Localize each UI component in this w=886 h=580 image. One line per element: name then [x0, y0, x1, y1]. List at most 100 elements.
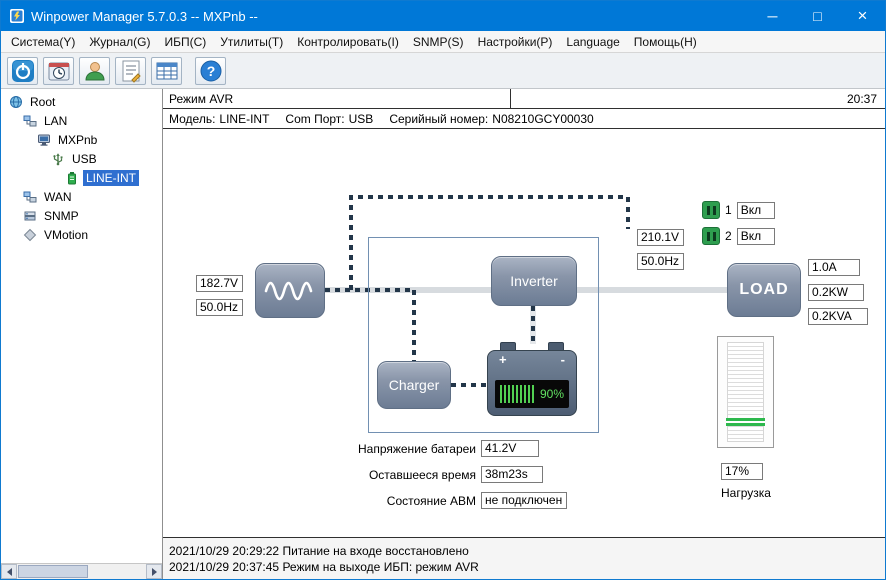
outlet-2-row: 2 Вкл [702, 226, 775, 246]
input-frequency-box: 50.0Hz [196, 299, 243, 316]
battery-voltage-row: Напряжение батареи 41.2V [313, 439, 539, 458]
window-title: Winpower Manager 5.7.0.3 -- MXPnb -- [31, 8, 258, 24]
outlet-icon [702, 201, 720, 219]
menu-control[interactable]: Контролировать(I) [297, 34, 399, 49]
help-button[interactable]: ? [195, 56, 226, 85]
outlet-2-state-box: Вкл [736, 227, 775, 245]
ups-internal-frame [368, 237, 599, 433]
abm-status-row: Состояние ABM не подключен [313, 491, 567, 510]
remaining-time-row: Оставшееся время 38m23s [313, 465, 543, 484]
table-icon [156, 62, 177, 79]
log-line: 2021/10/29 20:29:22 Питание на входе вос… [169, 543, 469, 558]
input-voltage-box: 182.7V [196, 275, 243, 292]
model-value: LINE-INT [219, 111, 270, 126]
tree-item-label: SNMP [44, 208, 79, 223]
serial-value: N08210GCY00030 [492, 111, 594, 126]
minimize-button[interactable]: ─ [767, 8, 778, 24]
menu-utilities[interactable]: Утилиты(T) [220, 34, 284, 49]
output-voltage-box: 210.1V [637, 229, 684, 246]
output-frequency-box: 50.0Hz [637, 253, 684, 270]
maximize-button[interactable]: □ [813, 8, 822, 24]
menu-journal[interactable]: Журнал(G) [89, 34, 151, 49]
tree-item-label: LINE-INT [83, 169, 140, 186]
computer-icon [37, 133, 51, 147]
user-button[interactable] [79, 56, 110, 85]
network-icon [23, 190, 37, 204]
load-power-box: 0.2KW [808, 284, 864, 301]
scroll-left-button[interactable] [1, 564, 17, 579]
app-icon [9, 8, 25, 24]
menu-system[interactable]: Система(Y) [11, 34, 76, 49]
remaining-time-label: Оставшееся время [368, 467, 476, 482]
load-gauge [717, 336, 774, 448]
outlet-icon [702, 227, 720, 245]
vmotion-icon [23, 228, 37, 242]
ups-flow-diagram: 182.7V 50.0Hz Inverter Charger LOAD [163, 129, 885, 537]
load-box: LOAD [727, 263, 801, 317]
tree-item-label: Root [30, 94, 56, 109]
tree-item-label: MXPnb [58, 132, 98, 147]
network-icon [23, 114, 37, 128]
help-icon: ? [200, 60, 221, 81]
tree-item-root[interactable]: Root [1, 92, 162, 111]
tree-item-snmp[interactable]: SNMP [1, 206, 162, 225]
event-log-button[interactable] [115, 56, 146, 85]
outlet-1-row: 1 Вкл [702, 200, 775, 220]
battery-charge-bars [500, 385, 536, 403]
log-line: 2021/10/29 20:37:45 Режим на выходе ИБП:… [169, 559, 479, 574]
event-log: 2021/10/29 20:29:22 Питание на входе вос… [163, 537, 885, 579]
scroll-thumb[interactable] [18, 565, 88, 578]
usb-icon [51, 152, 65, 166]
status-bar: Режим AVR 20:37 [163, 89, 885, 109]
scroll-left-icon [6, 567, 12, 576]
scroll-right-icon [151, 567, 157, 576]
battery-voltage-label: Напряжение батареи [357, 441, 476, 456]
menu-ups[interactable]: ИБП(C) [164, 34, 207, 49]
ac-input-icon [255, 263, 325, 318]
schedule-button[interactable] [43, 56, 74, 85]
scroll-right-button[interactable] [146, 564, 162, 579]
ups-mode-text: Режим AVR [169, 91, 234, 106]
outlet-number: 1 [725, 203, 732, 217]
outlet-number: 2 [725, 229, 732, 243]
tree-item-wan[interactable]: WAN [1, 187, 162, 206]
battery-percent: 90% [539, 387, 564, 401]
battery-minus-sign: - [560, 352, 565, 367]
tree-item-lan[interactable]: LAN [1, 111, 162, 130]
menu-bar: Система(Y) Журнал(G) ИБП(C) Утилиты(T) К… [1, 31, 885, 53]
com-port-label: Com Порт: [285, 111, 345, 126]
root-icon [9, 95, 23, 109]
remaining-time-box: 38m23s [481, 466, 543, 483]
user-icon [84, 61, 105, 80]
power-control-button[interactable] [7, 56, 38, 85]
power-icon [11, 59, 34, 82]
tree-item-label: WAN [44, 189, 72, 204]
serial-label: Серийный номер: [389, 111, 489, 126]
menu-help[interactable]: Помощь(H) [633, 34, 697, 49]
data-table-button[interactable] [151, 56, 182, 85]
battery-voltage-box: 41.2V [481, 440, 539, 457]
close-button[interactable]: × [857, 6, 868, 25]
svg-text:?: ? [206, 63, 215, 79]
tree-item-mxpnb[interactable]: MXPnb [1, 130, 162, 149]
snmp-icon [23, 209, 37, 223]
tree-item-vmotion[interactable]: VMotion [1, 225, 162, 244]
model-label: Модель: [169, 111, 216, 126]
tree-item-line-int[interactable]: LINE-INT [1, 168, 162, 187]
tree-item-label: VMotion [44, 227, 89, 242]
load-current-box: 1.0A [808, 259, 860, 276]
battery-body: + - 90% [487, 350, 577, 416]
tree-item-usb[interactable]: USB [1, 149, 162, 168]
menu-snmp[interactable]: SNMP(S) [412, 34, 464, 49]
abm-status-box: не подключен [481, 492, 567, 509]
menu-settings[interactable]: Настройки(P) [477, 34, 553, 49]
log-icon [122, 60, 141, 83]
load-apparent-power-box: 0.2KVA [808, 308, 868, 325]
menu-language[interactable]: Language [566, 34, 620, 49]
tree-horizontal-scrollbar[interactable] [1, 563, 162, 579]
tree-item-label: USB [72, 151, 97, 166]
title-bar: Winpower Manager 5.7.0.3 -- MXPnb -- ─ □… [1, 1, 885, 31]
load-gauge-label: Нагрузка [721, 486, 771, 500]
abm-status-label: Состояние ABM [386, 493, 476, 508]
